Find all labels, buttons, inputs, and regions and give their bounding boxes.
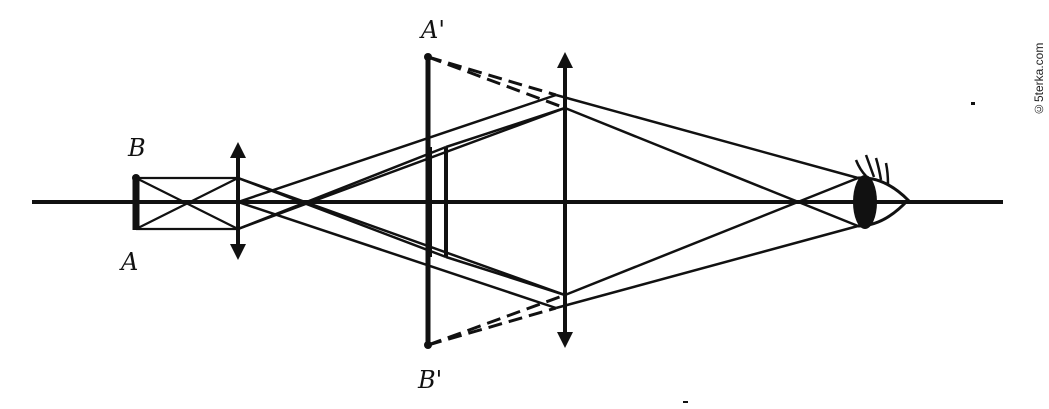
ray (135, 177, 239, 230)
ray (564, 106, 859, 228)
ray (237, 176, 566, 297)
dashed-ray (427, 306, 557, 347)
ray (237, 106, 566, 231)
label-object-bottom: A (121, 248, 139, 276)
ray (564, 176, 859, 297)
dashed-ray (427, 293, 566, 347)
label-image-bottom: B' (418, 366, 443, 394)
speck (971, 102, 975, 105)
ray (237, 93, 557, 204)
eyepiece-rays (555, 93, 859, 310)
ray (237, 200, 557, 310)
ray (555, 93, 859, 180)
ray (445, 106, 566, 149)
virtual-image-dashed-lines (427, 55, 566, 347)
eye-icon (853, 154, 911, 229)
ray (445, 255, 566, 297)
speck (683, 401, 688, 403)
object-rays (135, 176, 239, 231)
ray (555, 224, 859, 310)
label-object-top: B (128, 134, 146, 162)
dashed-ray (427, 55, 566, 110)
watermark: ©5terka.com (1032, 42, 1046, 116)
dashed-ray (427, 55, 557, 97)
label-image-top: A' (421, 16, 445, 44)
objective-rays (237, 93, 566, 310)
